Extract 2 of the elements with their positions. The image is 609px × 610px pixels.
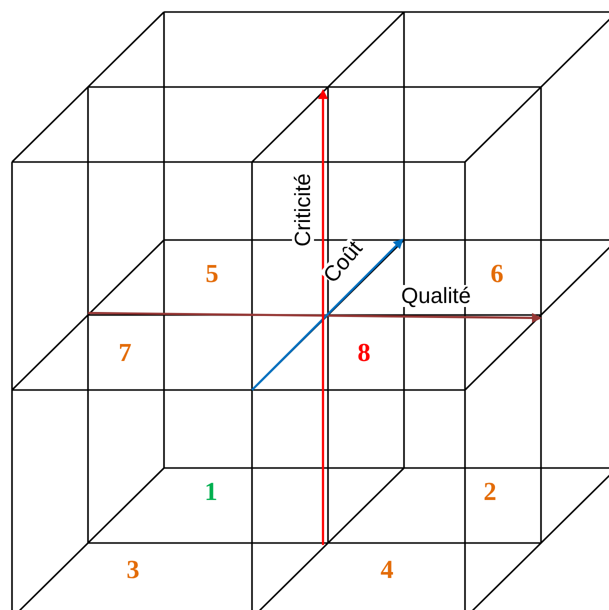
axis-label: Criticité [292, 173, 314, 247]
axis-label: Qualité [401, 285, 471, 307]
